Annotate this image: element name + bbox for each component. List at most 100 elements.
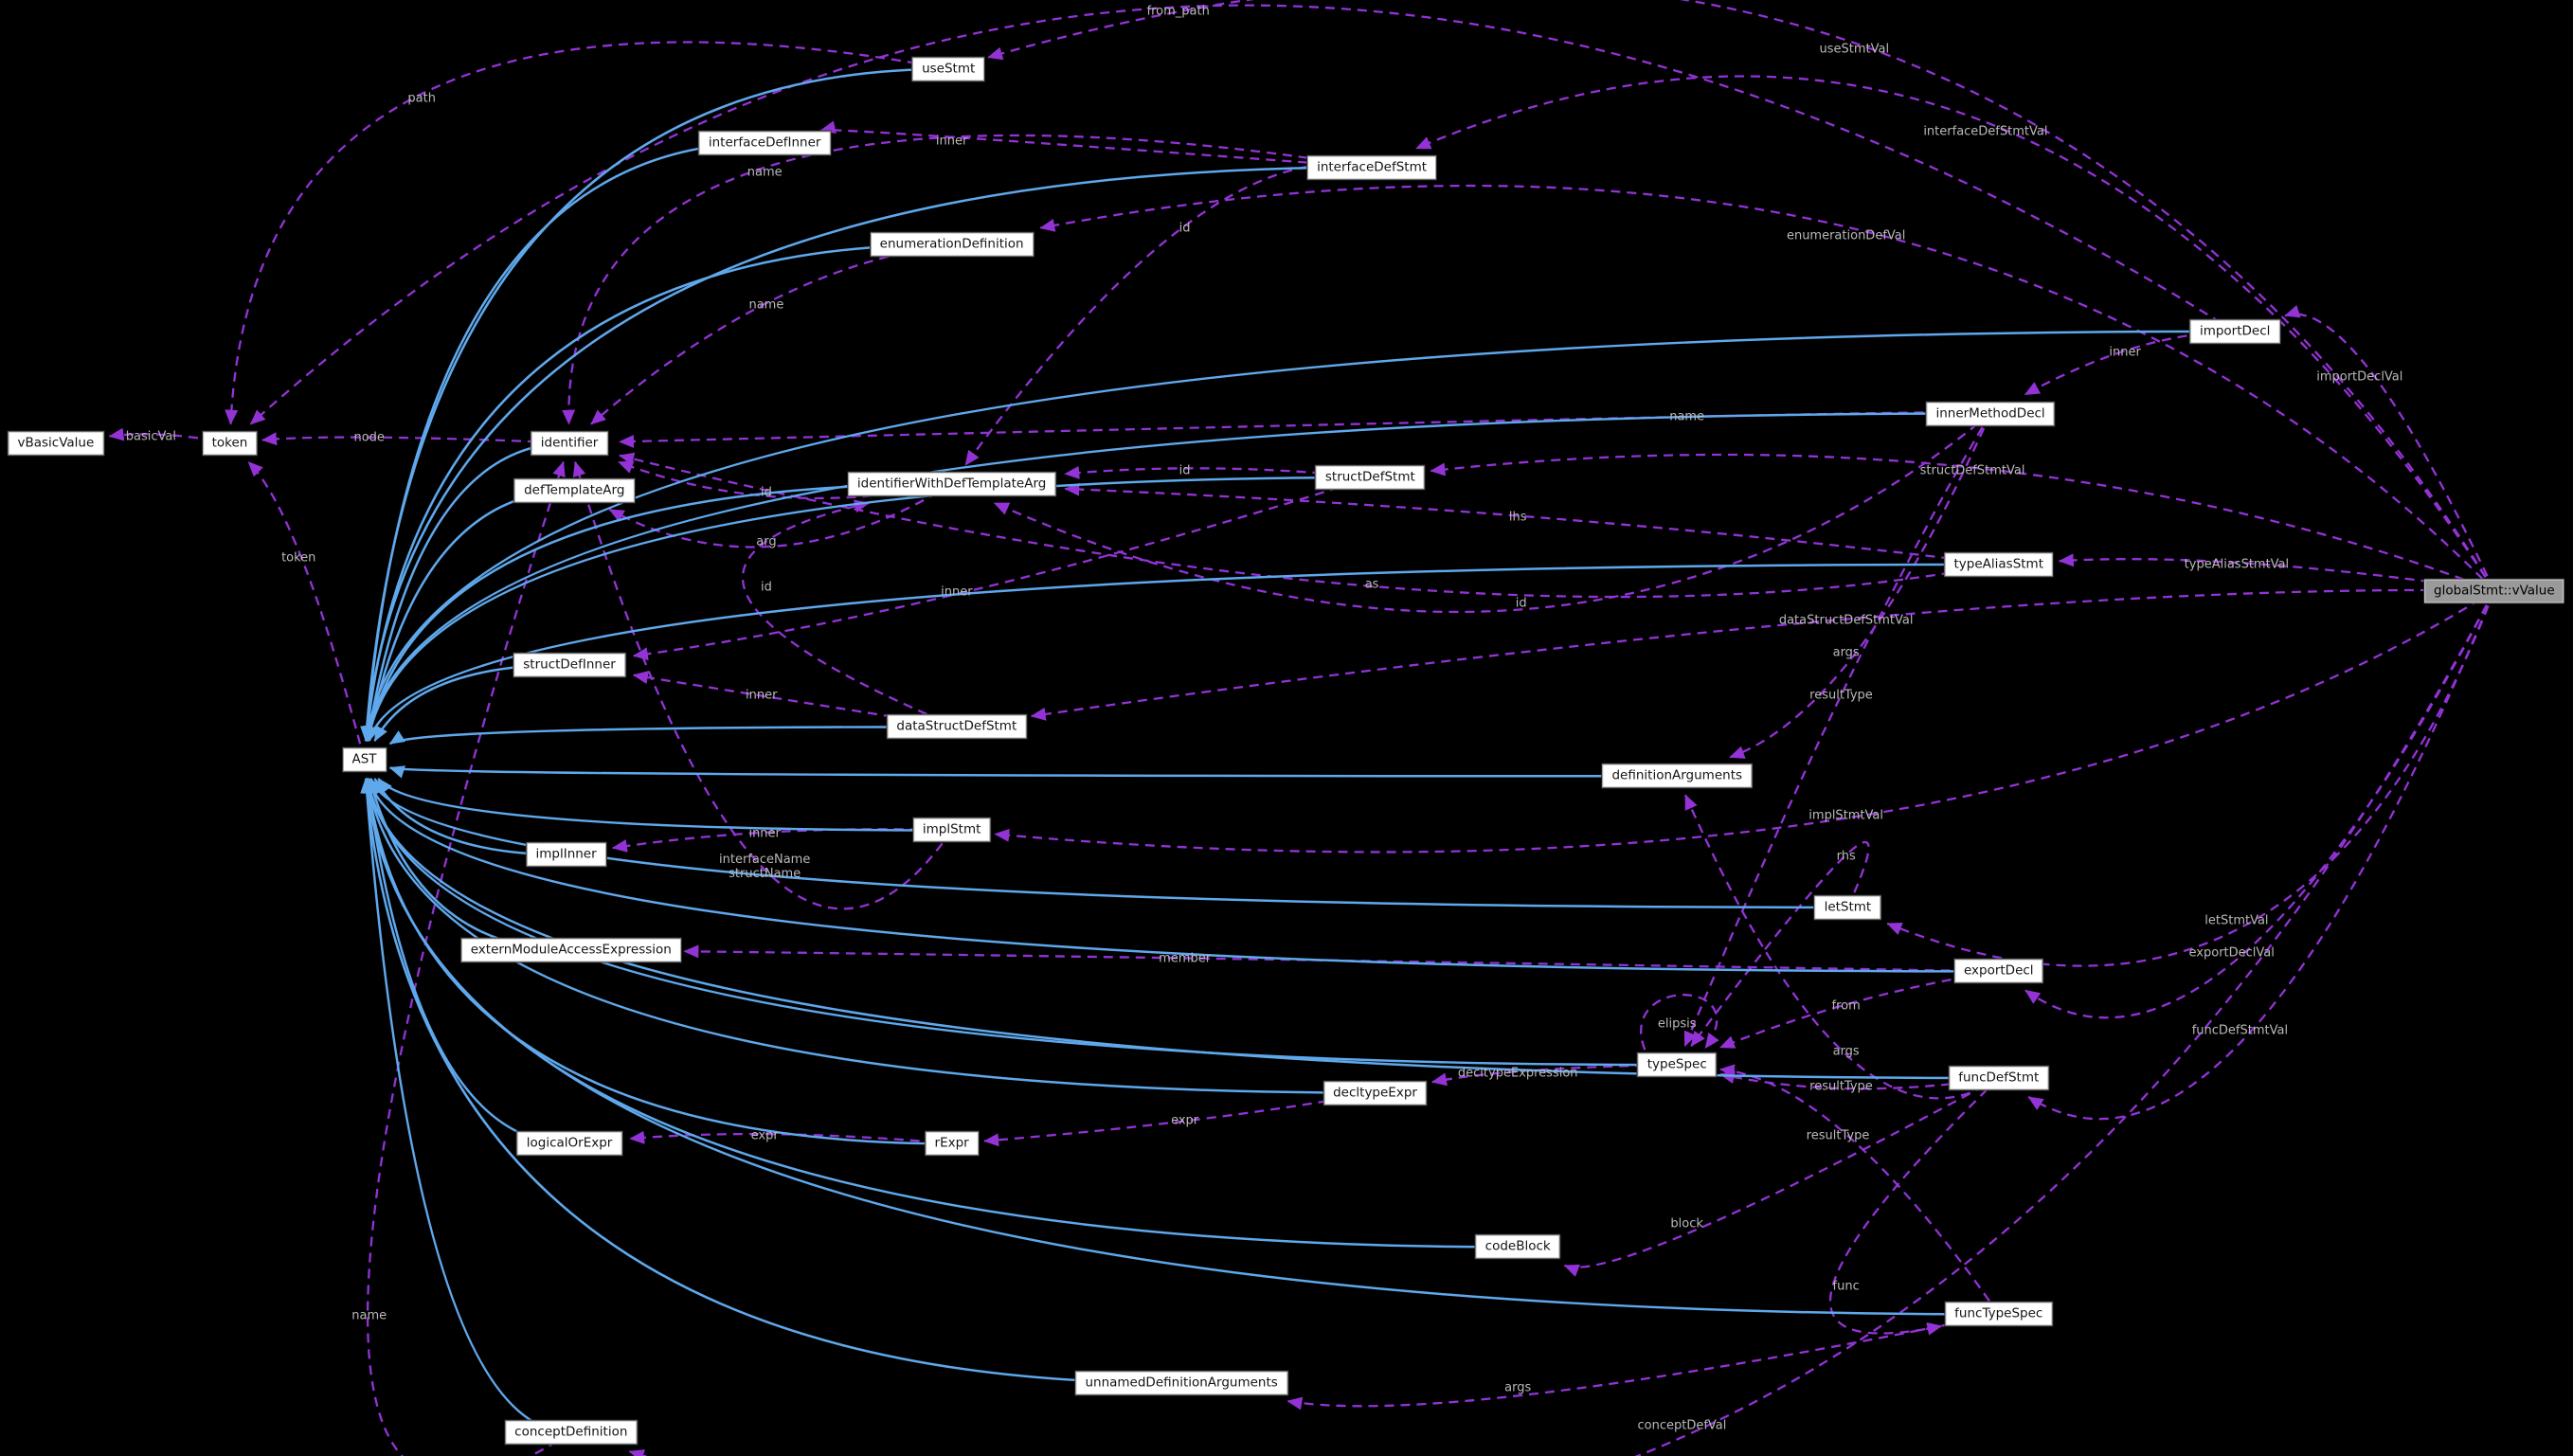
inherit-edge-innerMethodDecl-AST — [362, 412, 1991, 742]
node-typeAliasStmt[interactable]: typeAliasStmt — [1944, 552, 2054, 577]
node-structDefStmt[interactable]: structDefStmt — [1315, 465, 1425, 490]
node-defTemplateArg[interactable]: defTemplateArg — [514, 478, 635, 503]
node-externModuleAccessExpression[interactable]: externModuleAccessExpression — [460, 938, 681, 962]
edge-implStmt-identifier — [572, 460, 953, 910]
node-unnamedDefinitionArguments[interactable]: unnamedDefinitionArguments — [1075, 1371, 1287, 1395]
edge-label-node: node — [353, 430, 385, 445]
inherit-edge-interfaceDefStmt-AST — [360, 166, 1373, 742]
edge-globalStmt_vValue-typeAliasStmt — [2058, 553, 2495, 592]
edge-label-id: id — [1515, 596, 1527, 611]
inherit-edge-importDecl-AST — [361, 330, 2236, 742]
edge-structDefStmt-structDefInner — [632, 476, 1371, 661]
edge-typeAliasStmt-identifier — [619, 452, 1999, 599]
node-rExpr[interactable]: rExpr — [925, 1131, 979, 1156]
node-funcDefStmt[interactable]: funcDefStmt — [1949, 1066, 2049, 1090]
node-innerMethodDecl[interactable]: innerMethodDecl — [1926, 402, 2055, 425]
edge-label-name: name — [747, 165, 783, 180]
edge-label-expr: expr — [750, 1128, 779, 1143]
edge-globalStmt_vValue-importDecl — [2284, 305, 2495, 592]
edge-interfaceDefStmt-identifierWithDefTemplateArg — [964, 162, 1373, 466]
edge-label-inner: inner — [745, 688, 778, 703]
edge-decltypeExpr-rExpr — [983, 1091, 1376, 1147]
node-implInner[interactable]: implInner — [526, 842, 606, 867]
node-typeSpec[interactable]: typeSpec — [1637, 1052, 1717, 1077]
edge-identifierWithDefTemplateArg-defTemplateArg — [608, 483, 953, 548]
edge-label-from_path: from_path — [1146, 4, 1210, 19]
edge-globalStmt_vValue-structDefStmt — [1430, 453, 2495, 592]
node-exportDecl[interactable]: exportDecl — [1953, 959, 2043, 983]
node-logicalOrExpr[interactable]: logicalOrExpr — [516, 1131, 622, 1156]
edge-AST-token — [247, 460, 366, 761]
node-identifierWithDefTemplateArg[interactable]: identifierWithDefTemplateArg — [847, 472, 1056, 496]
edge-label-args: args — [1832, 1044, 1860, 1059]
edge-globalStmt_vValue-implStmt — [994, 589, 2495, 854]
node-identifier[interactable]: identifier — [531, 431, 608, 456]
inherit-edge-definitionArguments-AST — [388, 765, 1678, 779]
edge-enumerationDefinition-identifier — [590, 243, 952, 425]
inherit-edge-funcTypeSpec-AST — [360, 777, 1999, 1316]
node-codeBlock[interactable]: codeBlock — [1475, 1234, 1560, 1259]
edge-label-member: member — [1159, 951, 1212, 966]
node-structDefInner[interactable]: structDefInner — [513, 653, 625, 677]
edge-label-expr: expr — [1171, 1113, 1199, 1128]
edge-label-dataStructDefStmtVal: dataStructDefStmtVal — [1778, 613, 1914, 628]
edge-label-lhs: lhs — [1508, 510, 1527, 525]
inherit-edge-funcDefStmt-AST — [363, 777, 1999, 1080]
edge-label-block: block — [1670, 1216, 1703, 1231]
edge-label-decltypeExpression: decltypeExpression — [1457, 1066, 1578, 1081]
edge-label-id: id — [760, 485, 772, 500]
edge-label-funcDefStmtVal: funcDefStmtVal — [2191, 1023, 2289, 1038]
inherit-edge-dataStructDefStmt-AST — [388, 726, 957, 746]
edge-label-arg: arg — [756, 534, 777, 549]
node-useStmt[interactable]: useStmt — [912, 57, 985, 81]
edge-innerMethodDecl-definitionArguments — [1729, 413, 1992, 759]
node-interfaceDefStmt[interactable]: interfaceDefStmt — [1307, 155, 1437, 180]
edge-label-enumerationDefVal: enumerationDefVal — [1786, 228, 1906, 243]
edge-importDecl-token — [249, 4, 2236, 425]
inherit-edge-interfaceDefInner-AST — [360, 141, 765, 742]
inherit-edge-enumerationDefinition-AST — [361, 243, 952, 742]
node-implStmt[interactable]: implStmt — [912, 818, 991, 842]
edge-label-inner: inner — [748, 826, 781, 841]
edge-label-typeAliasStmtVal: typeAliasStmtVal — [2184, 557, 2290, 572]
edge-label-inner: inner — [2109, 345, 2141, 360]
node-decltypeExpr[interactable]: decltypeExpr — [1323, 1081, 1427, 1105]
inherit-edge-unnamedDefinitionArguments-AST — [360, 777, 1182, 1385]
node-globalStmt_vValue: globalStmt::vValue — [2424, 579, 2564, 603]
node-AST[interactable]: AST — [342, 747, 387, 772]
inherit-edge-identifier-AST — [363, 441, 570, 742]
edge-typeAliasStmt-identifierWithDefTemplateArg — [1064, 482, 1999, 566]
node-importDecl[interactable]: importDecl — [2189, 319, 2280, 344]
node-letStmt[interactable]: letStmt — [1814, 895, 1881, 920]
inherit-edge-decltypeExpr-AST — [363, 777, 1376, 1094]
node-token[interactable]: token — [202, 431, 258, 456]
edge-label-name: name — [748, 297, 784, 313]
edge-label-importDeclVal: importDeclVal — [2316, 369, 2403, 385]
inherit-edge-letStmt-AST — [369, 778, 1848, 909]
edge-identifierWithDefTemplateArg-identifier — [618, 460, 952, 500]
node-funcTypeSpec[interactable]: funcTypeSpec — [1945, 1302, 2053, 1326]
node-conceptDefinition[interactable]: conceptDefinition — [505, 1420, 638, 1445]
edge-label-args: args — [1504, 1380, 1532, 1395]
edge-label-id: id — [1179, 221, 1191, 236]
inherit-edge-structDefStmt-AST — [364, 476, 1371, 742]
edge-label-id: id — [760, 580, 772, 595]
edge-globalStmt_vValue-interfaceDefStmt — [1415, 75, 2495, 592]
node-definitionArguments[interactable]: definitionArguments — [1602, 764, 1753, 788]
edge-label-name: name — [351, 1308, 387, 1323]
node-vBasicValue[interactable]: vBasicValue — [8, 431, 104, 456]
edge-label-as: as — [1364, 577, 1379, 592]
node-dataStructDefStmt[interactable]: dataStructDefStmt — [887, 714, 1027, 739]
edge-exportDecl-externModuleAccessExpression — [683, 944, 1999, 973]
edge-conceptDefinition-identifier — [366, 460, 572, 1456]
edge-funcDefStmt-definitionArguments — [1684, 794, 2000, 1100]
node-interfaceDefInner[interactable]: interfaceDefInner — [698, 131, 831, 155]
edge-interfaceDefStmt-identifier — [562, 134, 1373, 425]
edge-funcTypeSpec-typeSpec — [1718, 1064, 2000, 1316]
edge-letStmt-typeSpec — [1690, 840, 1870, 1047]
edge-useStmt-token — [225, 41, 949, 425]
edge-globalStmt_vValue-letStmt — [1886, 590, 2495, 967]
edge-label-name: name — [1669, 409, 1705, 424]
edge-dataStructDefStmt-identifierWithDefTemplateArg — [741, 499, 958, 728]
node-enumerationDefinition[interactable]: enumerationDefinition — [870, 232, 1034, 257]
